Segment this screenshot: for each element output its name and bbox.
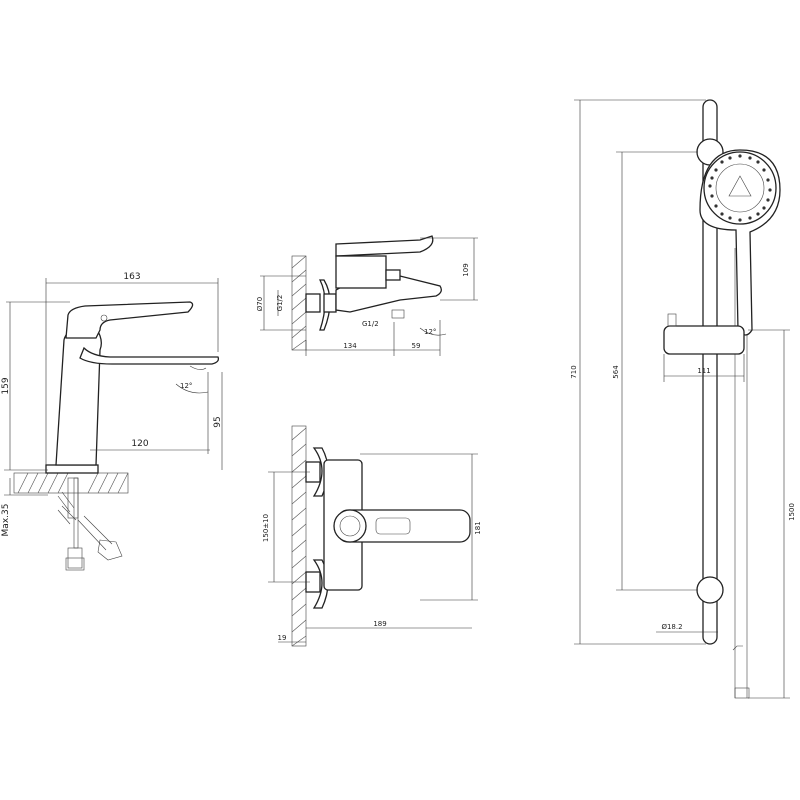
- dim-height: 181: [474, 521, 482, 534]
- shower-set-view: 710 564 111 1500 Ø18.2: [570, 99, 796, 699]
- dim-spout: 59: [412, 342, 421, 350]
- dim-outlet-diameter: Ø70: [256, 297, 264, 311]
- dim-hose-length: 1500: [788, 503, 796, 521]
- dim-centers: 150±10: [262, 514, 270, 542]
- dim-rail-length: 710: [570, 365, 578, 378]
- dim-wall: 19: [278, 634, 287, 642]
- dim-spout-height: 95: [213, 416, 223, 427]
- dim-height: 109: [462, 263, 470, 276]
- dim-width: 163: [123, 272, 140, 282]
- dim-rail-diameter: Ø18.2: [661, 623, 682, 631]
- dim-height: 159: [1, 377, 11, 394]
- dim-adjust-range: 564: [612, 365, 620, 379]
- dim-thread: G1/2: [276, 295, 284, 312]
- dim-angle: 12°: [180, 382, 192, 390]
- bath-mixer-side-view: Ø70 G1/2 G1/2 109 134 59 12°: [256, 235, 478, 356]
- dim-spout-reach: 120: [131, 439, 148, 449]
- basin-mixer-view: 163 159 120 95 12° Max.35: [1, 272, 223, 571]
- dim-depth: 134: [343, 342, 357, 350]
- dim-thread-bottom: G1/2: [362, 320, 379, 328]
- dim-deck-thickness: Max.35: [1, 504, 11, 537]
- dim-angle: 12°: [424, 328, 436, 336]
- dim-width: 189: [373, 620, 386, 628]
- dim-holder-depth: 111: [697, 367, 710, 375]
- bath-mixer-front-view: 150±10 181 189 19: [262, 425, 482, 647]
